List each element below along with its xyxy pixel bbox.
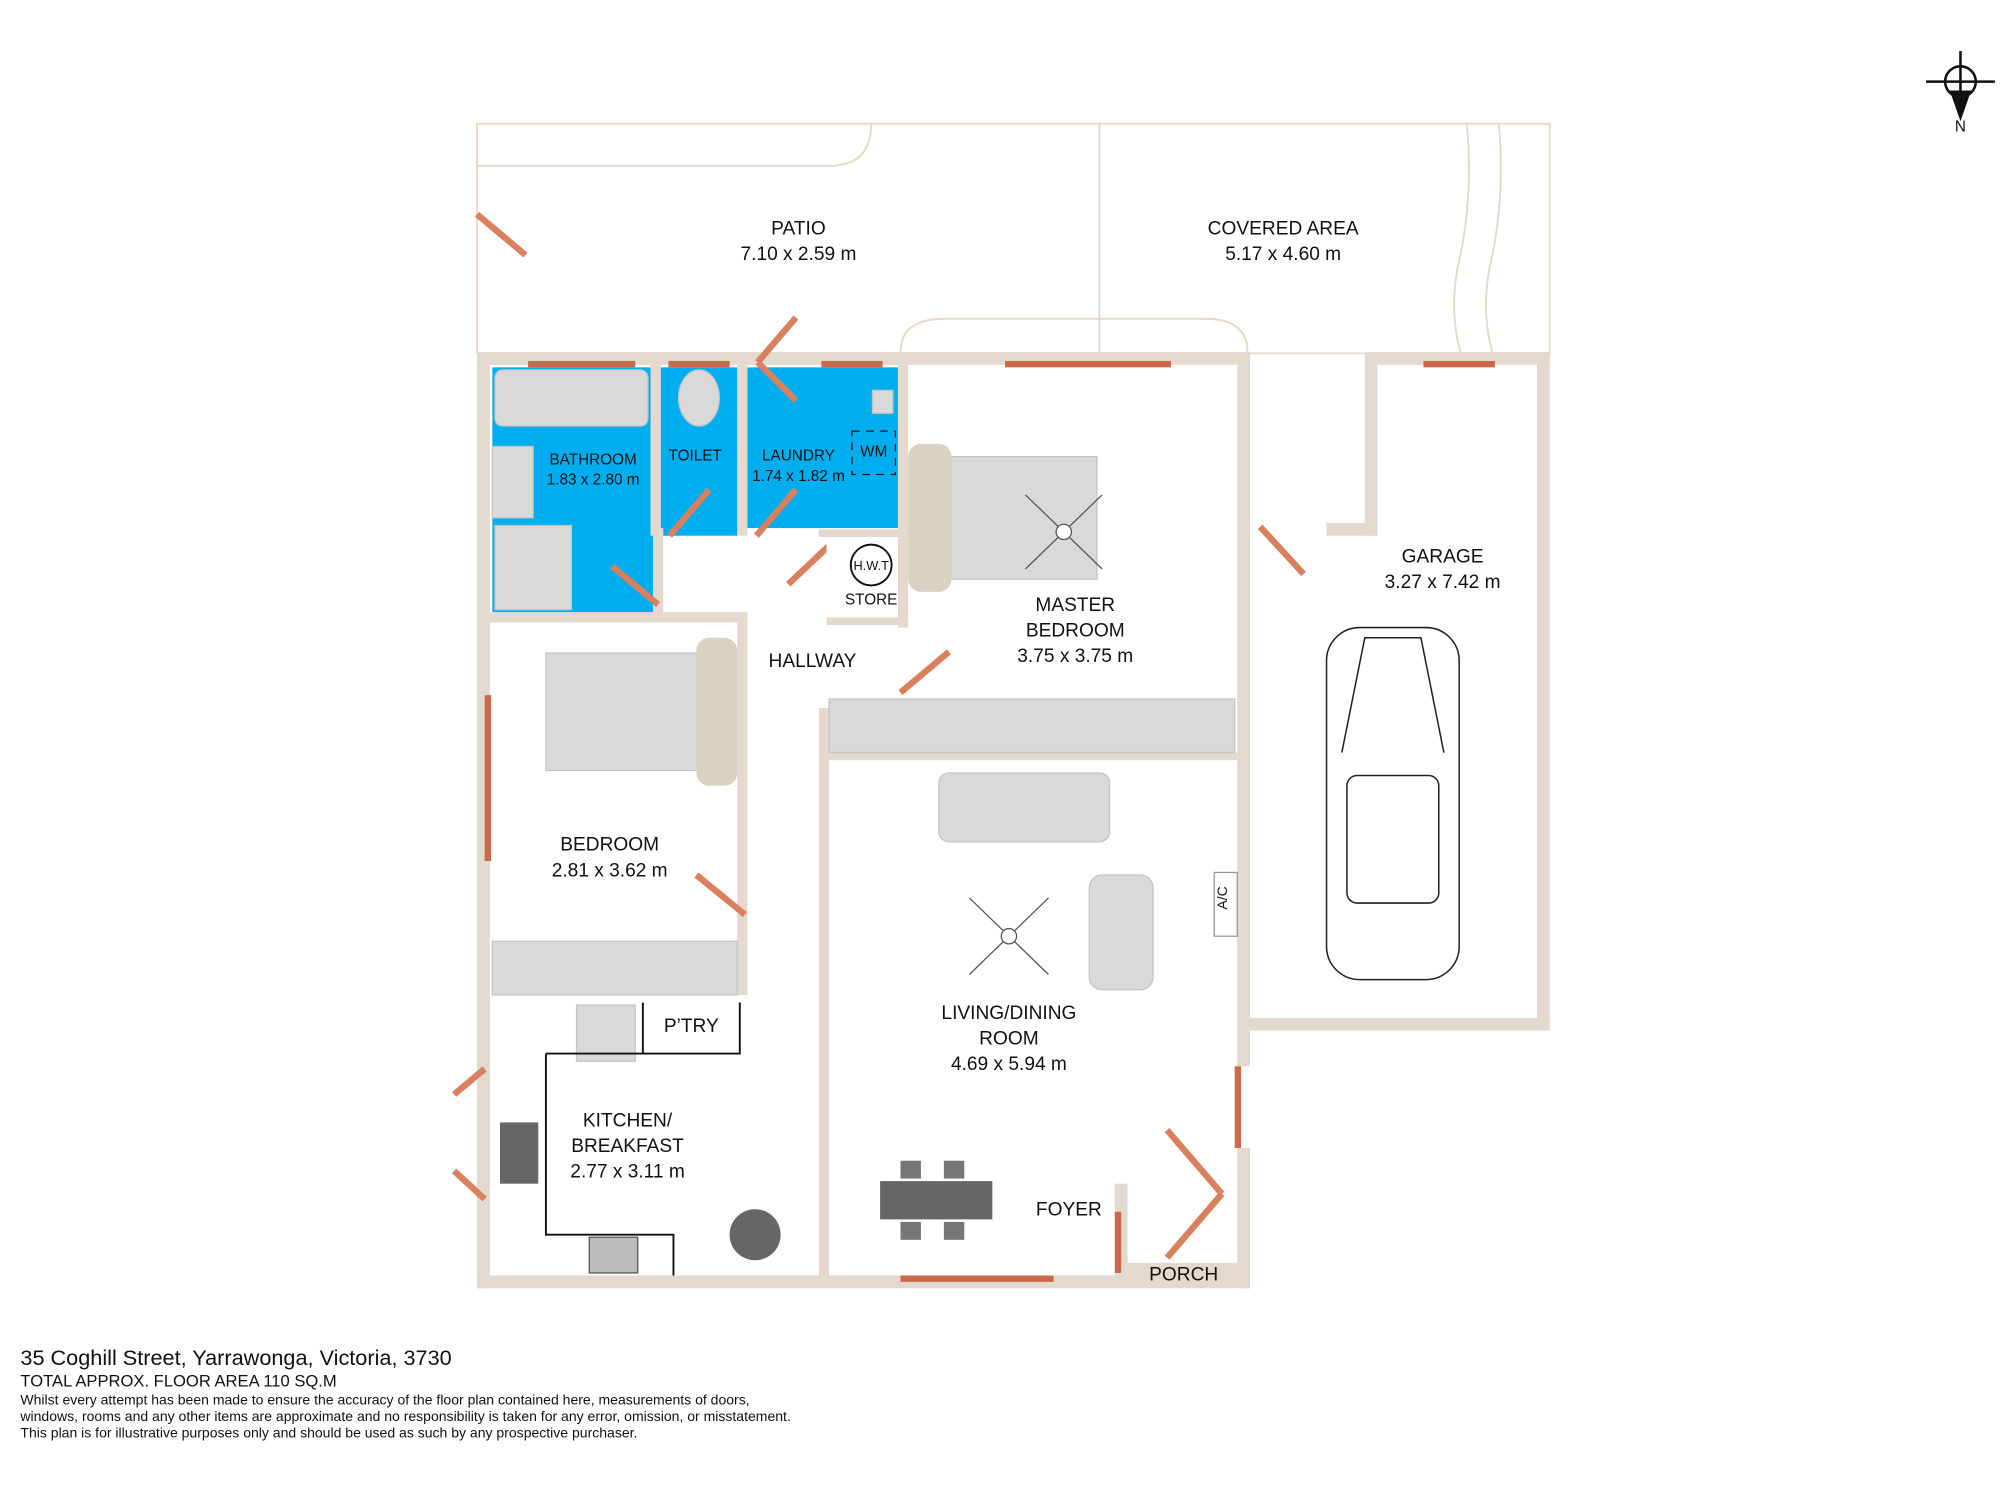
laundry-size: 1.74 x 1.82 m — [752, 468, 845, 485]
outdoor-outline — [476, 122, 1551, 355]
patio-label: PATIO — [771, 219, 826, 240]
kitchen-label-1: KITCHEN/ — [583, 1110, 673, 1131]
store-label: STORE — [845, 592, 897, 609]
master-bedroom-label-1: MASTER — [1035, 595, 1115, 616]
kitchen-size: 2.77 x 3.11 m — [570, 1161, 684, 1182]
car-icon — [1325, 626, 1460, 981]
porch-label: PORCH — [1149, 1265, 1218, 1286]
wardrobe — [491, 940, 738, 996]
washing-machine-icon — [851, 430, 897, 476]
armchair-icon — [1088, 874, 1154, 991]
garage-size: 3.27 x 7.42 m — [1385, 572, 1501, 593]
north-compass-icon — [1926, 51, 1995, 122]
toilet-icon — [677, 369, 721, 427]
bedroom-size: 2.81 x 3.62 m — [552, 860, 668, 881]
bed-icon — [545, 652, 715, 772]
vanity-icon — [491, 445, 534, 519]
furniture — [491, 369, 1460, 1276]
ac-unit — [1213, 871, 1238, 937]
sofa-icon — [938, 772, 1111, 843]
footer: 35 Coghill Street, Yarrawonga, Victoria,… — [19, 1345, 790, 1441]
living-label-2: ROOM — [979, 1029, 1039, 1050]
disclaimer-line-2: windows, rooms and any other items are a… — [19, 1408, 790, 1424]
living-label-1: LIVING/DINING — [941, 1003, 1076, 1024]
ac-label: A/C — [1214, 886, 1230, 909]
kitchen-bench — [544, 1053, 675, 1276]
pantry-outline — [545, 1002, 741, 1055]
bathroom-size: 1.83 x 2.80 m — [547, 472, 640, 489]
dining-table-icon — [880, 1181, 993, 1220]
headboard-icon — [696, 637, 738, 786]
doors — [451, 211, 1306, 1260]
wardrobe — [828, 698, 1236, 754]
covered-area-label: COVERED AREA — [1208, 219, 1359, 240]
ceiling-fan-icon — [1025, 494, 1103, 570]
hwt-icon — [849, 543, 893, 587]
laundry-label: LAUNDRY — [762, 447, 835, 464]
ceiling-fan-icon — [968, 897, 1049, 975]
compass-label: N — [1955, 118, 1966, 135]
cooktop-icon — [588, 1236, 639, 1274]
kitchen-label-2: BREAKFAST — [571, 1136, 684, 1157]
pantry-label: P’TRY — [664, 1016, 719, 1037]
garage-label: GARAGE — [1402, 547, 1484, 568]
address: 35 Coghill Street, Yarrawonga, Victoria,… — [20, 1345, 451, 1370]
kitchen-sink-icon — [500, 1122, 539, 1184]
table-icon — [729, 1209, 781, 1261]
living-size: 4.69 x 5.94 m — [951, 1054, 1067, 1075]
master-bedroom-size: 3.75 x 3.75 m — [1017, 646, 1133, 667]
sink-icon — [871, 389, 894, 414]
covered-area-size: 5.17 x 4.60 m — [1225, 244, 1341, 265]
foyer-label: FOYER — [1036, 1200, 1102, 1221]
headboard-icon — [908, 443, 952, 592]
fridge-icon — [575, 1004, 636, 1062]
bathtub-icon — [494, 369, 649, 427]
bedroom-label: BEDROOM — [560, 835, 659, 856]
wm-label: WM — [860, 444, 887, 461]
master-bedroom-label-2: BEDROOM — [1026, 620, 1125, 641]
dining-chairs — [900, 1160, 965, 1240]
shower-icon — [494, 524, 573, 611]
hwt-label: H.W.T — [853, 558, 889, 573]
bathroom-label: BATHROOM — [549, 451, 636, 468]
disclaimer-line-1: Whilst every attempt has been made to en… — [20, 1391, 749, 1407]
toilet-label: TOILET — [669, 447, 722, 464]
room-labels: PATIO 7.10 x 2.59 m COVERED AREA 5.17 x … — [547, 219, 1501, 1286]
master-bed-icon — [927, 455, 1098, 580]
hallway-label: HALLWAY — [769, 651, 857, 672]
patio-size: 7.10 x 2.59 m — [741, 244, 857, 265]
floor-area: TOTAL APPROX. FLOOR AREA 110 SQ.M — [20, 1371, 336, 1390]
disclaimer-line-3: This plan is for illustrative purposes o… — [20, 1425, 637, 1441]
windows — [484, 360, 1495, 1282]
